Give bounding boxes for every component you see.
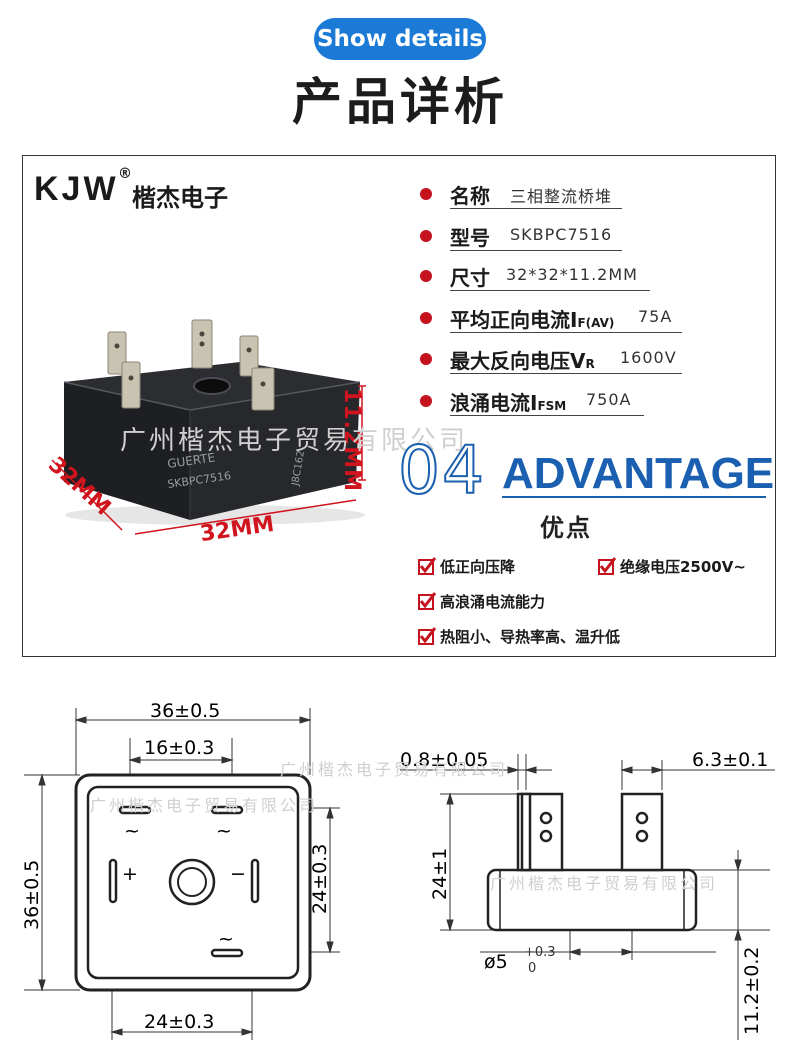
spec-value: 三相整流桥堆 <box>510 187 613 206</box>
dim-tab-thickness: 0.8±0.05 <box>400 749 488 771</box>
bullet-icon <box>420 395 432 407</box>
spec-value: 75A <box>638 307 673 326</box>
check-icon <box>598 557 616 575</box>
ac-symbol: ~ <box>218 928 234 950</box>
spec-value: 32*32*11.2MM <box>506 265 638 284</box>
check-icon <box>418 592 436 610</box>
dim-pin-spacing: 16±0.3 <box>144 737 214 759</box>
brand-logo: KJW <box>34 170 119 208</box>
spec-label: 最大反向电压VR <box>450 349 595 373</box>
feature-item: 热阻小、导热率高、温升低 <box>418 626 620 647</box>
advantage-number: 04 <box>397 431 486 510</box>
spec-label: 浪涌电流IFSM <box>450 391 567 415</box>
registered-mark: ® <box>118 166 132 182</box>
spec-label: 平均正向电流IF(AV) <box>450 308 615 332</box>
check-icon <box>418 627 436 645</box>
spec-value: SKBPC7516 <box>510 225 613 244</box>
bullet-icon <box>420 230 432 242</box>
bullet-icon <box>420 270 432 282</box>
dim-outer-height: 36±0.5 <box>21 860 43 930</box>
ac-symbol: ~ <box>216 820 232 842</box>
watermark: 广州楷杰电子贸易有限公司 <box>90 796 319 815</box>
watermark: 广州楷杰电子贸易有限公司 <box>490 874 719 893</box>
spec-label: 尺寸 <box>450 266 490 290</box>
dim-tab-height: 24±1 <box>429 848 451 900</box>
bullet-icon <box>420 353 432 365</box>
minus-symbol: − <box>230 863 246 885</box>
dim-pin-height: 24±0.3 <box>309 844 331 914</box>
spec-value: 1600V <box>620 348 677 367</box>
dim-hole-tol-upper: +0.3 <box>524 945 556 960</box>
bullet-icon <box>420 188 432 200</box>
advantage-heading: ADVANTAGE <box>502 449 775 498</box>
advantage-underline <box>502 496 766 498</box>
plus-symbol: + <box>122 863 138 885</box>
brand-name: 楷杰电子 <box>132 184 228 212</box>
feature-item: 高浪涌电流能力 <box>418 591 545 612</box>
product-info-panel <box>22 155 776 657</box>
advantage-heading-cn: 优点 <box>540 514 592 542</box>
watermark: 广州楷杰电子贸易有限公司 <box>120 426 469 456</box>
spec-label: 名称 <box>450 184 490 208</box>
feature-item: 绝缘电压2500V~ <box>598 556 746 577</box>
spec-value: 750A <box>586 390 632 409</box>
side-view-drawing: 0.8±0.05 6.3±0.1 24±1 ø5 +0.3 0 11.2±0.2 <box>400 749 775 1040</box>
ac-symbol: ~ <box>124 820 140 842</box>
show-details-pill[interactable]: Show details <box>314 18 486 60</box>
feature-item: 低正向压降 <box>418 556 515 577</box>
top-view-drawing: ~ ~ ~ + − 36±0.5 16±0.3 36±0.5 24±0.3 24… <box>21 700 340 1040</box>
page-title: 产品详析 <box>292 73 508 131</box>
dim-body-height: 11.2±0.2 <box>741 947 763 1035</box>
watermark: 广州楷杰电子贸易有限公司 <box>280 760 509 779</box>
dim-height-label: 11.2MM <box>339 388 364 493</box>
bullet-icon <box>420 312 432 324</box>
dim-hole-tol-lower: 0 <box>528 961 536 976</box>
dim-hole: ø5 <box>484 951 508 973</box>
check-icon <box>418 557 436 575</box>
dim-tab-width: 6.3±0.1 <box>692 749 768 771</box>
dim-pin-width: 24±0.3 <box>144 1011 214 1033</box>
spec-label: 型号 <box>450 226 490 250</box>
dim-outer-width: 36±0.5 <box>150 700 220 722</box>
marking-brand: GUERTE <box>166 450 216 471</box>
product-photo: GUERTE SKBPC7516 J8C162 <box>51 319 366 535</box>
